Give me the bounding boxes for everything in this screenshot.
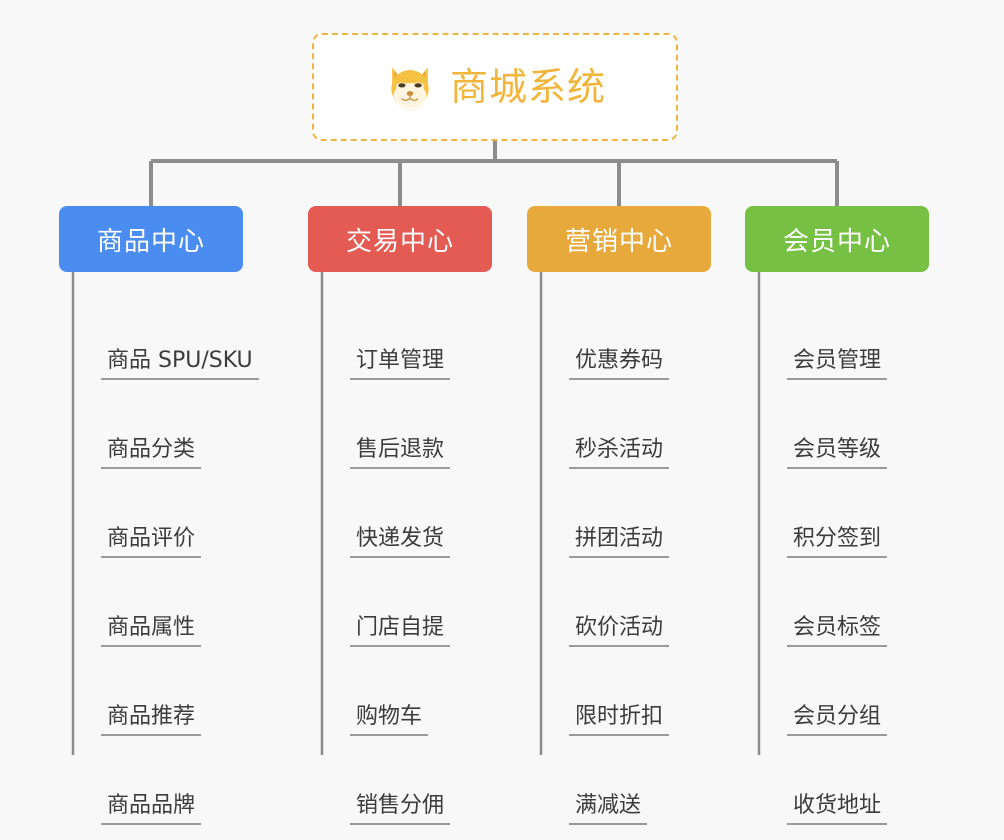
branch-column: 会员中心会员管理会员等级积分签到会员标签会员分组收货地址 <box>745 206 929 828</box>
leaf-item[interactable]: 拼团活动 <box>541 472 711 561</box>
leaf-item-label: 秒杀活动 <box>569 437 670 469</box>
leaf-item[interactable]: 秒杀活动 <box>541 383 711 472</box>
leaf-list: 订单管理售后退款快递发货门店自提购物车销售分佣 <box>308 272 492 828</box>
leaf-item-label: 限时折扣 <box>569 704 670 736</box>
root-node[interactable]: 商城系统 <box>312 33 678 141</box>
leaf-item-label: 商品评价 <box>101 526 202 558</box>
leaf-item[interactable]: 售后退款 <box>322 383 492 472</box>
leaf-item-label: 门店自提 <box>350 615 451 647</box>
branch-header-4[interactable]: 会员中心 <box>745 206 929 272</box>
leaf-item-label: 商品品牌 <box>101 793 202 825</box>
leaf-item[interactable]: 商品分类 <box>73 383 243 472</box>
leaf-item-label: 收货地址 <box>787 793 888 825</box>
branch-header-3[interactable]: 营销中心 <box>527 206 711 272</box>
branch-column: 营销中心优惠券码秒杀活动拼团活动砍价活动限时折扣满减送 <box>527 206 711 828</box>
branch-header-label: 会员中心 <box>782 226 891 257</box>
root-title: 商城系统 <box>449 65 606 109</box>
branch-header-label: 交易中心 <box>345 226 454 257</box>
leaf-item[interactable]: 会员管理 <box>759 294 929 383</box>
leaf-item[interactable]: 门店自提 <box>322 561 492 650</box>
leaf-item[interactable]: 商品 SPU/SKU <box>73 294 259 383</box>
leaf-item[interactable]: 会员分组 <box>759 650 929 739</box>
branch-header-label: 营销中心 <box>564 226 673 257</box>
leaf-item-label: 拼团活动 <box>569 526 670 558</box>
leaf-item[interactable]: 收货地址 <box>759 739 929 828</box>
leaf-item-label: 销售分佣 <box>350 793 451 825</box>
leaf-item-label: 售后退款 <box>350 437 451 469</box>
leaf-item[interactable]: 商品属性 <box>73 561 243 650</box>
branch-header-1[interactable]: 商品中心 <box>59 206 243 272</box>
leaf-item[interactable]: 积分签到 <box>759 472 929 561</box>
leaf-item[interactable]: 满减送 <box>541 739 711 828</box>
leaf-item[interactable]: 商品品牌 <box>73 739 243 828</box>
leaf-item-label: 订单管理 <box>350 348 451 380</box>
leaf-item[interactable]: 快递发货 <box>322 472 492 561</box>
branch-header-2[interactable]: 交易中心 <box>308 206 492 272</box>
leaf-list: 优惠券码秒杀活动拼团活动砍价活动限时折扣满减送 <box>527 272 711 828</box>
leaf-item[interactable]: 会员等级 <box>759 383 929 472</box>
leaf-item-label: 积分签到 <box>787 526 888 558</box>
leaf-item[interactable]: 购物车 <box>322 650 492 739</box>
leaf-item-label: 满减送 <box>569 793 648 825</box>
leaf-item[interactable]: 会员标签 <box>759 561 929 650</box>
leaf-item[interactable]: 商品评价 <box>73 472 243 561</box>
branch-column: 交易中心订单管理售后退款快递发货门店自提购物车销售分佣 <box>308 206 492 828</box>
leaf-list: 会员管理会员等级积分签到会员标签会员分组收货地址 <box>745 272 929 828</box>
shiba-dog-face-icon <box>384 61 436 113</box>
leaf-item-label: 商品属性 <box>101 615 202 647</box>
leaf-item-label: 商品推荐 <box>101 704 202 736</box>
leaf-item-label: 商品分类 <box>101 437 202 469</box>
branch-header-label: 商品中心 <box>96 226 205 257</box>
leaf-item[interactable]: 砍价活动 <box>541 561 711 650</box>
leaf-list: 商品 SPU/SKU 商品分类商品评价商品属性商品推荐商品品牌 <box>59 272 259 828</box>
leaf-item-label: 购物车 <box>350 704 429 736</box>
leaf-item-label: 快递发货 <box>350 526 451 558</box>
leaf-item-label: 会员标签 <box>787 615 888 647</box>
leaf-item-label: 会员分组 <box>787 704 888 736</box>
leaf-item-label: 优惠券码 <box>569 348 670 380</box>
leaf-item[interactable]: 订单管理 <box>322 294 492 383</box>
leaf-item-label: 会员等级 <box>787 437 888 469</box>
leaf-item[interactable]: 限时折扣 <box>541 650 711 739</box>
leaf-item-label: 会员管理 <box>787 348 888 380</box>
leaf-item[interactable]: 优惠券码 <box>541 294 711 383</box>
leaf-item-label: 商品 SPU/SKU <box>101 348 259 380</box>
leaf-item[interactable]: 销售分佣 <box>322 739 492 828</box>
leaf-item[interactable]: 商品推荐 <box>73 650 243 739</box>
branch-column: 商品中心商品 SPU/SKU 商品分类商品评价商品属性商品推荐商品品牌 <box>59 206 259 828</box>
leaf-item-label: 砍价活动 <box>569 615 670 647</box>
